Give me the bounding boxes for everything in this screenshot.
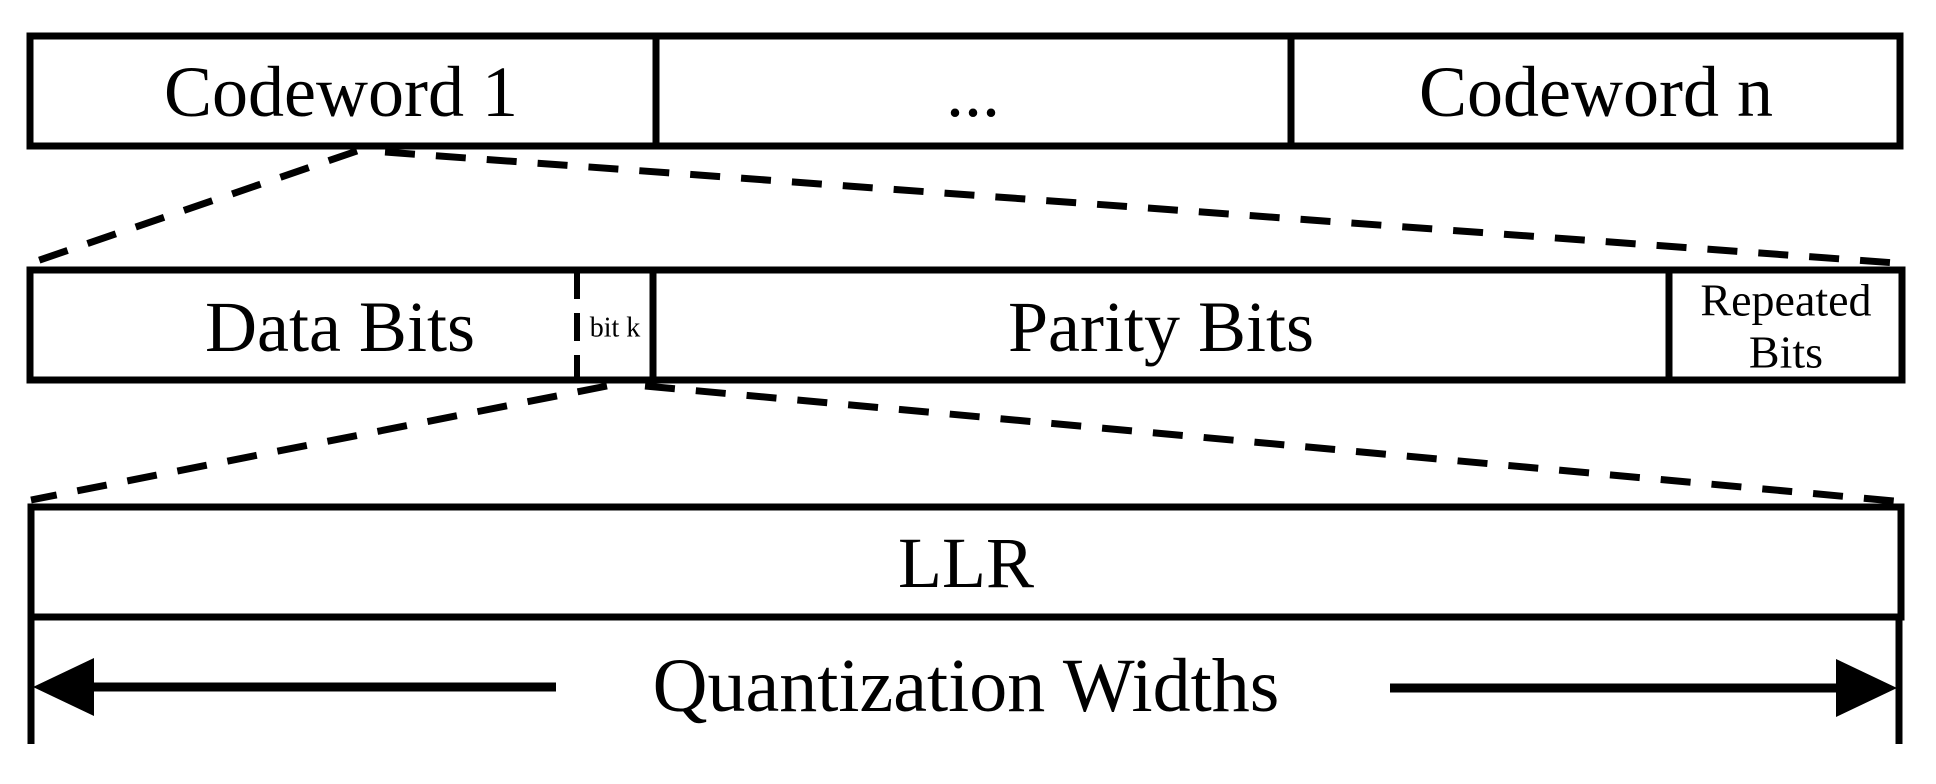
expand-line-bitk-left xyxy=(30,382,608,504)
codeword-row-box xyxy=(26,32,1904,150)
width-arrow-right-head xyxy=(1836,659,1897,717)
bit-k-label: bit k xyxy=(590,313,641,344)
codeword-n-label: Codeword n xyxy=(1419,52,1773,132)
codeword-detail-box xyxy=(26,266,1906,384)
parity-bits-label: Parity Bits xyxy=(1008,287,1314,367)
expand-line-codeword-right xyxy=(384,148,1897,267)
expand-line-codeword-left xyxy=(29,147,359,267)
codeword-ellipsis-label: ... xyxy=(946,52,1000,132)
repeated-bits-label-line2: Bits xyxy=(1749,327,1823,378)
llr-box xyxy=(27,503,1905,621)
repeated-bits-label-line1: Repeated xyxy=(1700,275,1871,326)
quantization-widths-label: Quantization Widths xyxy=(653,644,1280,728)
expand-line-bitk-right xyxy=(644,382,1895,505)
codeword-1-label: Codeword 1 xyxy=(164,52,518,132)
data-bits-label: Data Bits xyxy=(205,287,475,367)
width-arrow-left-head xyxy=(33,658,94,716)
llr-label: LLR xyxy=(898,523,1034,603)
